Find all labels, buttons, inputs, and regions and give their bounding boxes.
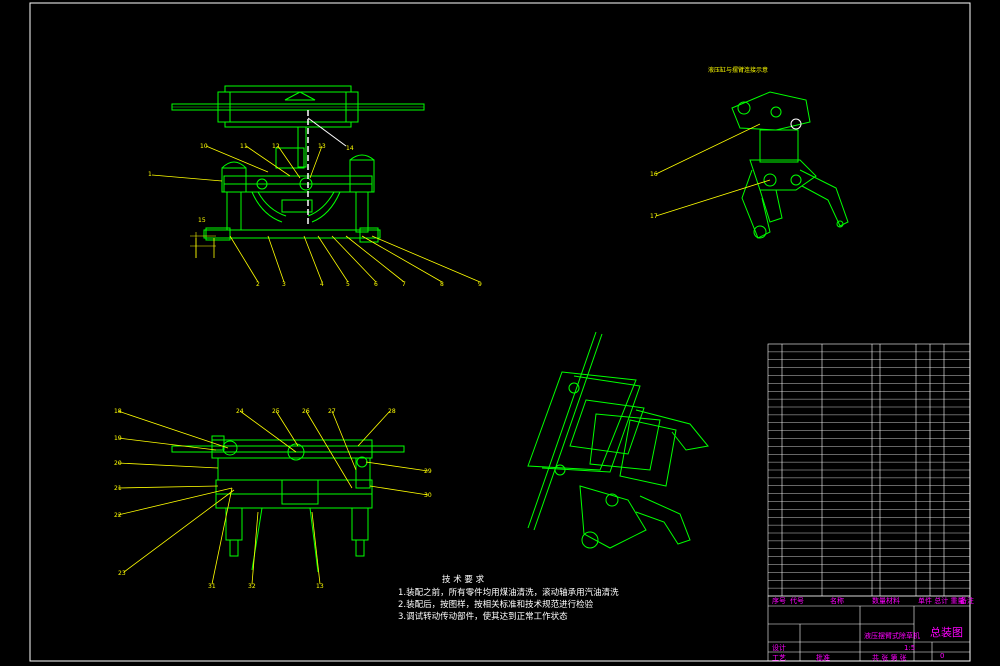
balloon-8: 8 — [440, 281, 444, 288]
balloon-26: 26 — [302, 408, 310, 415]
isometric-view — [527, 331, 709, 549]
balloon-3: 3 — [282, 281, 286, 288]
balloon-1: 1 — [148, 171, 152, 178]
balloon-7: 7 — [402, 281, 406, 288]
tb-process: 工艺 — [772, 654, 786, 662]
balloon-4: 4 — [320, 281, 324, 288]
balloon-20: 20 — [114, 460, 122, 467]
tb-drawing-name: 总装图 — [930, 625, 963, 639]
tb-seq: 序号 — [772, 596, 786, 605]
balloon-17: 17 — [650, 213, 658, 220]
top-view — [171, 85, 425, 243]
detail-view-label: 液压缸与摆臂连接示意 — [708, 66, 768, 74]
leader-white — [307, 117, 347, 147]
side-view-balloons: 16 17 — [650, 171, 658, 220]
balloon-10: 10 — [200, 143, 208, 150]
balloon-24: 24 — [236, 408, 244, 415]
tech-req-line-1: 1.装配之前，所有零件均用煤油清洗，滚动轴承用汽油清洗 — [398, 588, 619, 598]
tb-sheet: 0 — [940, 652, 944, 660]
balloon-29: 29 — [424, 468, 432, 475]
tb-total: 共 张 第 张 — [872, 653, 907, 662]
balloon-extra: 13 — [316, 583, 324, 590]
tb-product: 液压摆臂式除草机 — [864, 631, 920, 640]
front-view-balloons: 18 19 20 21 22 23 24 25 26 27 28 29 30 3… — [114, 408, 432, 590]
front-view — [171, 435, 405, 573]
top-view-balloons: 1 2 3 4 5 6 7 8 9 10 11 12 13 14 15 — [148, 143, 482, 288]
balloon-6: 6 — [374, 281, 378, 288]
balloon-14: 14 — [346, 145, 354, 152]
top-view-dims — [190, 232, 216, 258]
side-view — [731, 91, 849, 239]
bom-rows — [768, 351, 970, 589]
tech-req-line-2: 2.装配后，按图样，按相关标准和技术规范进行检验 — [398, 600, 594, 610]
tb-scale: 1:5 — [904, 644, 915, 652]
tb-weight: 单件 总计 重量 — [918, 596, 964, 605]
balloon-18: 18 — [114, 408, 122, 415]
balloon-32: 32 — [248, 583, 256, 590]
balloon-30: 30 — [424, 492, 432, 499]
balloon-19: 19 — [114, 435, 122, 442]
front-view-leaders — [117, 410, 429, 585]
tb-code: 代号 — [790, 596, 804, 605]
balloon-15: 15 — [198, 217, 206, 224]
balloon-11: 11 — [240, 143, 248, 150]
tb-approve: 批准 — [816, 653, 830, 662]
balloon-2: 2 — [256, 281, 260, 288]
tb-remark: 备注 — [960, 596, 974, 605]
balloon-16: 16 — [650, 171, 658, 178]
tb-qty: 数量 — [872, 596, 886, 605]
balloon-28: 28 — [388, 408, 396, 415]
balloon-9: 9 — [478, 281, 482, 288]
balloon-31: 31 — [208, 583, 216, 590]
tb-designer: 设计 — [772, 643, 786, 652]
tb-name: 名称 — [830, 596, 844, 605]
balloon-27: 27 — [328, 408, 336, 415]
tech-req-title: 技 术 要 求 — [442, 575, 485, 585]
top-view-leaders — [151, 145, 481, 283]
balloon-5: 5 — [346, 281, 350, 288]
balloon-25: 25 — [272, 408, 280, 415]
title-block — [767, 595, 971, 662]
balloon-13: 13 — [318, 143, 326, 150]
balloon-21: 21 — [114, 485, 122, 492]
balloon-23: 23 — [118, 570, 126, 577]
sheet-frame — [29, 2, 971, 662]
tech-req-line-3: 3.调试转动传动部件，使其达到正常工作状态 — [398, 612, 568, 622]
balloon-22: 22 — [114, 512, 122, 519]
balloon-12: 12 — [272, 143, 280, 150]
tb-material: 材料 — [886, 596, 900, 605]
side-view-leaders — [655, 123, 771, 217]
